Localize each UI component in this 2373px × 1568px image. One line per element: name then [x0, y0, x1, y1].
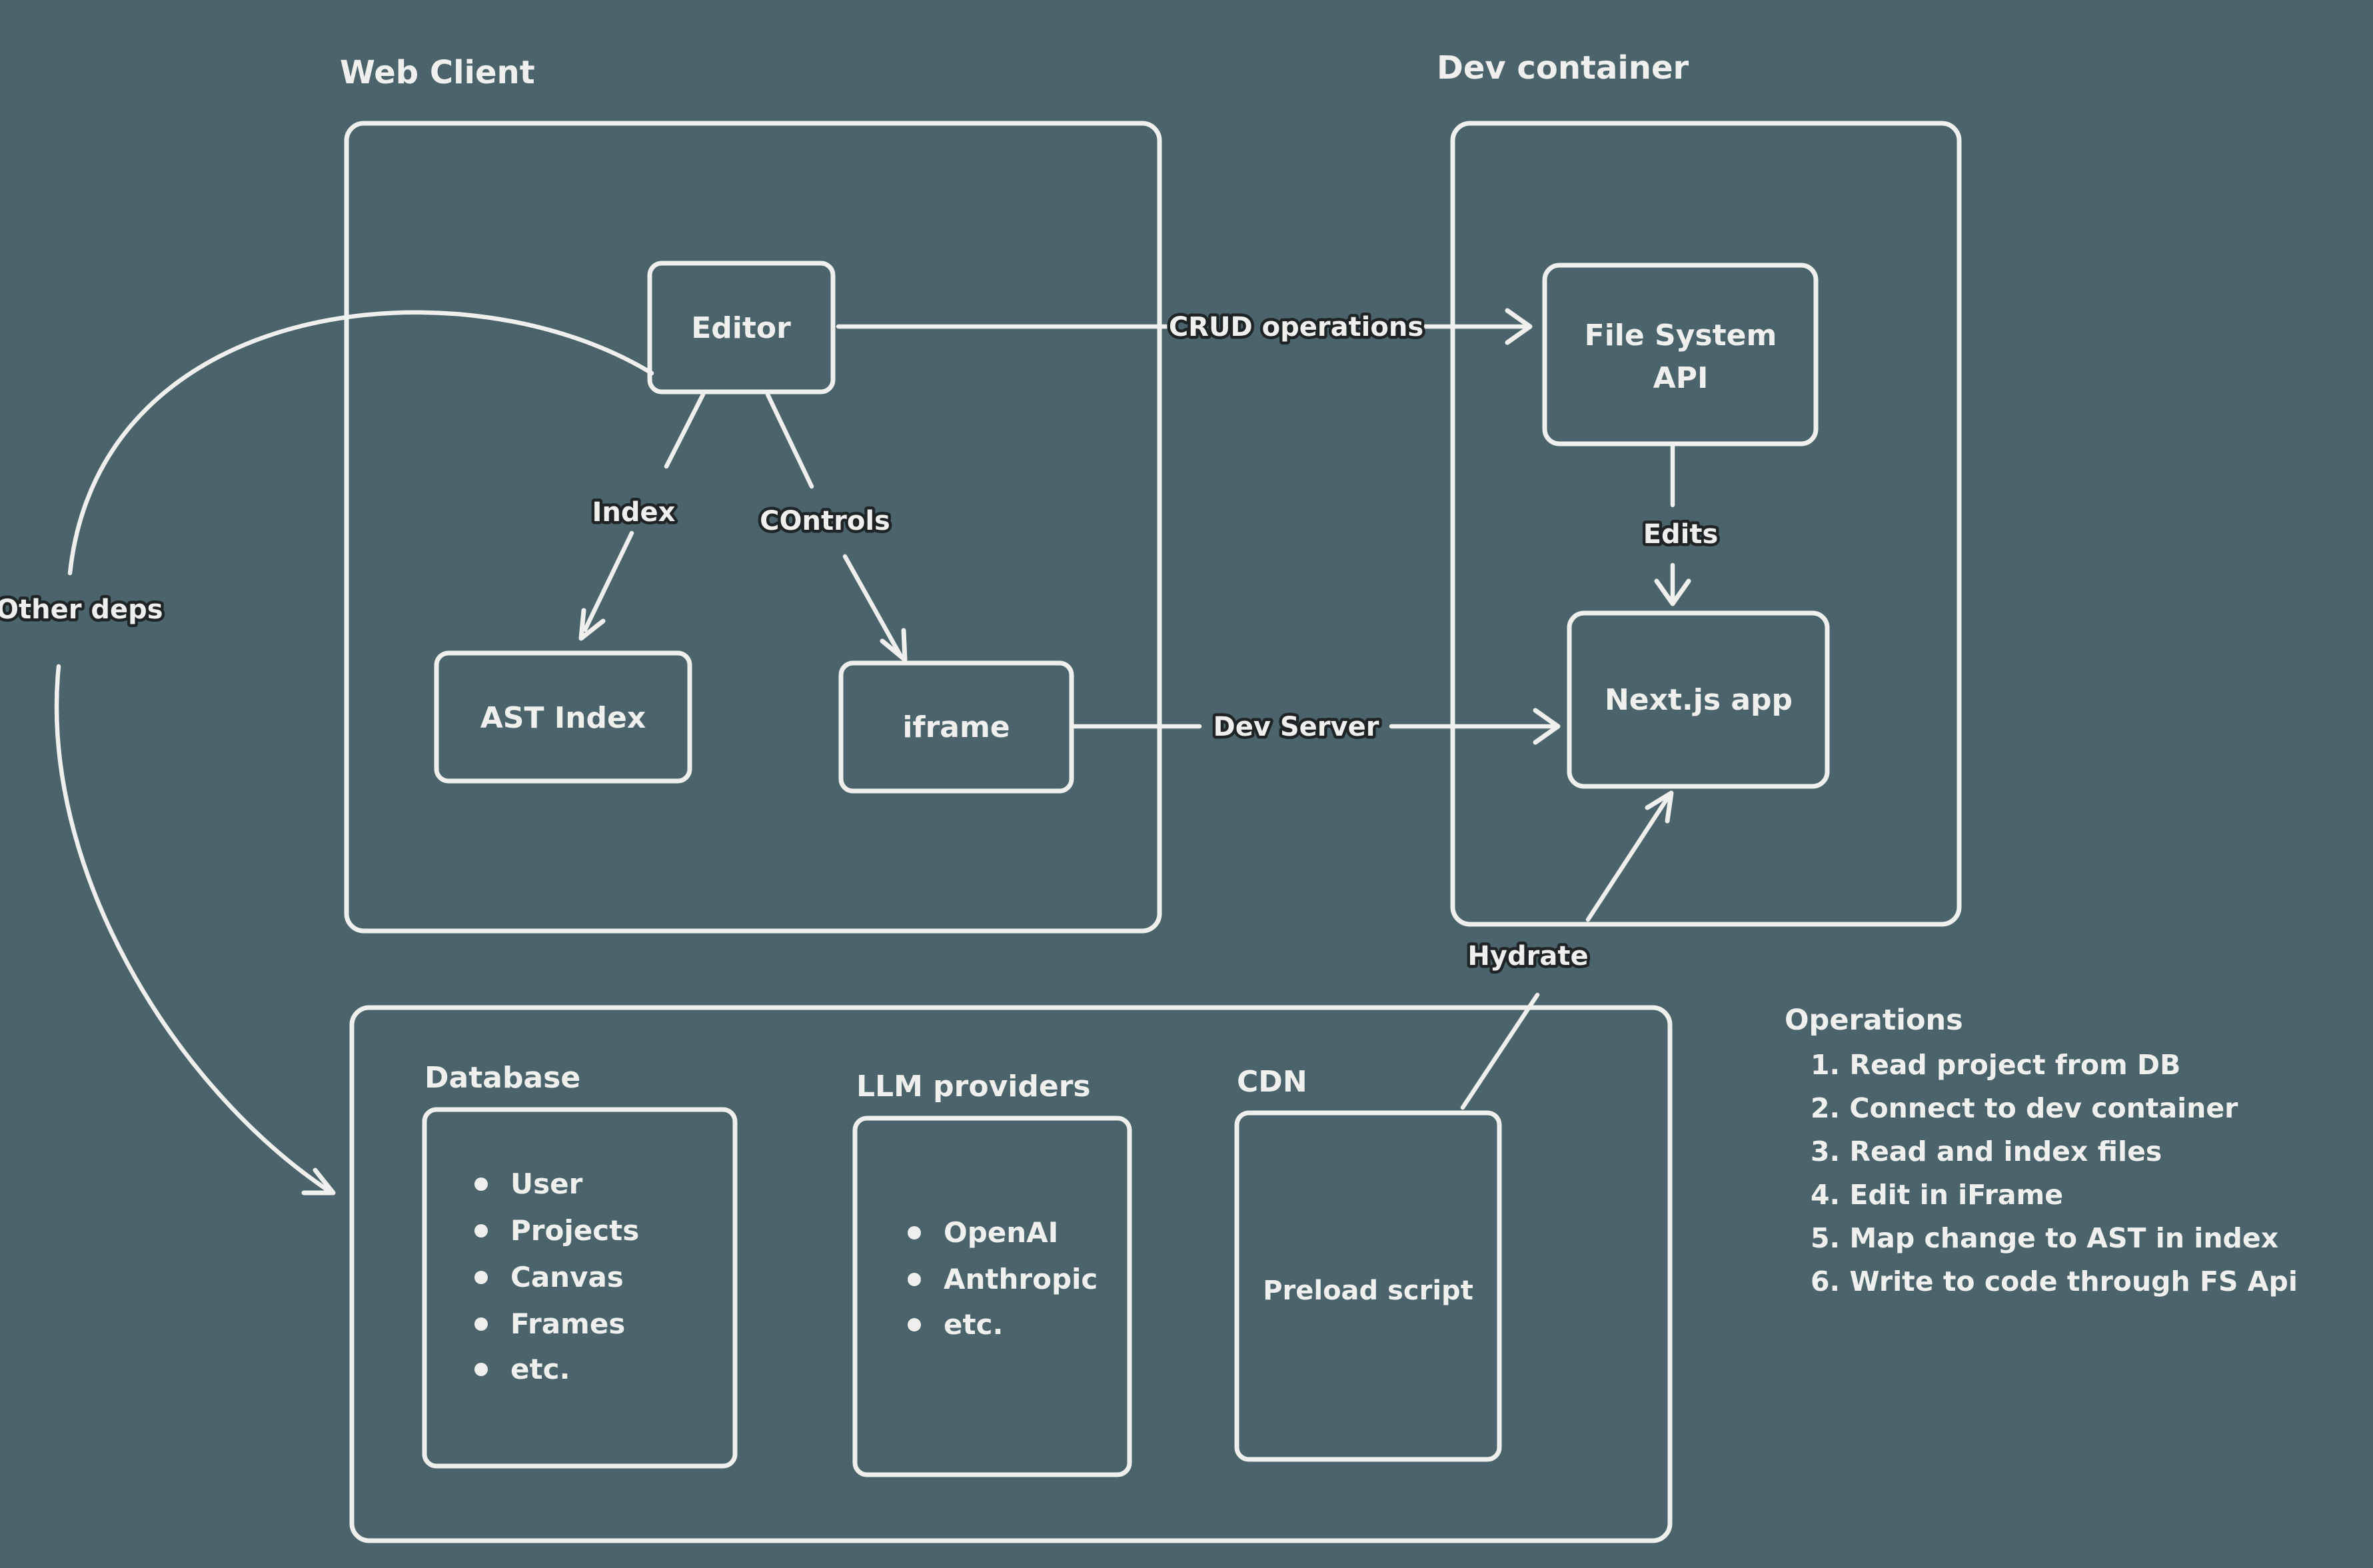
iframe-node: iframe: [838, 660, 1074, 794]
database-section: Database User Projects Canvas Frames etc…: [422, 1061, 738, 1469]
arrow-line: [1585, 796, 1670, 922]
llm-item: etc.: [944, 1308, 1003, 1341]
arrowhead-right-icon: [1533, 708, 1561, 745]
arrow-line: [765, 392, 814, 489]
editor-node: Editor: [647, 261, 836, 394]
arrow-edits: Edits: [1640, 442, 1721, 606]
llm-item: Anthropic: [944, 1263, 1098, 1295]
operations-item: 5. Map change to AST in index: [1811, 1222, 2278, 1254]
bullet-dot: [474, 1224, 488, 1237]
edits-edge-label: Edits: [1643, 519, 1719, 550]
arrow-curve: [54, 664, 331, 1193]
editor-box: [647, 261, 836, 394]
llm-item: OpenAI: [944, 1216, 1058, 1249]
operations-item: 3. Read and index files: [1811, 1136, 2162, 1168]
arrow-controls: COntrols: [757, 392, 908, 662]
dev-container-label: Dev container: [1437, 49, 1689, 87]
arrow-hydrate: Hydrate: [1460, 790, 1674, 1110]
file-system-api-label-line2: API: [1653, 361, 1709, 395]
operations-item: 4. Edit in iFrame: [1811, 1179, 2063, 1211]
web-client-label: Web Client: [340, 54, 535, 91]
arrowhead-right-icon: [1505, 308, 1533, 345]
editor-node-label: Editor: [691, 311, 791, 345]
controls-edge-label: COntrols: [760, 506, 890, 536]
cdn-box: [1234, 1110, 1502, 1462]
operations-item: 1. Read project from DB: [1811, 1049, 2180, 1081]
llm-providers-box: [852, 1116, 1132, 1477]
arrow-crud-operations: CRUD operations: [836, 308, 1533, 346]
arrowhead-up-right-icon: [1645, 790, 1674, 824]
arrowhead-down-icon: [1654, 578, 1691, 606]
ast-index-node-label: AST Index: [480, 701, 646, 735]
bullet-dot: [908, 1318, 921, 1331]
llm-providers-label: LLM providers: [856, 1070, 1091, 1104]
bullet-dot: [474, 1317, 488, 1331]
other-deps-edge-label: Other deps: [0, 594, 163, 625]
ast-index-box: [434, 650, 692, 784]
arrowhead-down-right-icon: [880, 628, 908, 662]
arrow-line: [582, 530, 634, 632]
web-client-box: [344, 121, 1162, 934]
database-box: [422, 1107, 738, 1469]
next-js-app-node: Next.js app: [1567, 610, 1830, 789]
arrowhead-down-left-icon: [578, 608, 606, 641]
next-js-app-box: [1567, 610, 1830, 789]
iframe-node-label: iframe: [902, 710, 1010, 744]
arrow-dev-server: Dev Server: [1070, 708, 1561, 746]
operations-item: 2. Connect to dev container: [1811, 1092, 2238, 1124]
database-item: etc.: [510, 1353, 570, 1385]
database-item: Projects: [510, 1214, 639, 1247]
operations-list: Operations 1. Read project from DB 2. Co…: [1785, 1004, 2298, 1297]
crud-operations-edge-label: CRUD operations: [1169, 312, 1423, 343]
infra-group-box: [349, 1005, 1673, 1543]
index-edge-label: Index: [592, 497, 676, 528]
arrow-other-deps: Other deps: [0, 310, 654, 1195]
file-system-api-box: [1542, 263, 1819, 446]
bullet-dot: [474, 1271, 488, 1284]
dev-container-box: [1450, 121, 1962, 927]
ast-index-node: AST Index: [434, 650, 692, 784]
cdn-section: CDN Preload script: [1234, 1065, 1502, 1462]
dev-server-edge-label: Dev Server: [1213, 712, 1379, 742]
operations-title: Operations: [1785, 1004, 1963, 1037]
database-label: Database: [424, 1061, 580, 1095]
next-js-app-label: Next.js app: [1605, 683, 1793, 717]
web-client-group: Web Client: [340, 54, 1162, 934]
arrow-line: [842, 554, 904, 659]
file-system-api-node: File System API: [1542, 263, 1819, 446]
cdn-label: CDN: [1237, 1065, 1307, 1099]
database-item: Frames: [510, 1307, 625, 1340]
arrow-curve: [67, 310, 654, 576]
arrow-line: [664, 392, 706, 469]
dev-container-group: Dev container: [1437, 49, 1962, 927]
database-item: User: [510, 1168, 583, 1200]
arrow-index: Index: [578, 392, 706, 641]
bullet-dot: [908, 1273, 921, 1286]
file-system-api-label-line1: File System: [1585, 319, 1777, 353]
bullet-dot: [474, 1363, 488, 1376]
operations-item: 6. Write to code through FS Api: [1811, 1265, 2298, 1297]
bullet-dot: [908, 1226, 921, 1239]
bullet-dot: [474, 1177, 488, 1191]
hydrate-edge-label: Hydrate: [1467, 941, 1588, 972]
arrowhead-down-right-icon: [301, 1168, 336, 1195]
database-item: Canvas: [510, 1261, 624, 1293]
preload-script-label: Preload script: [1263, 1275, 1473, 1306]
llm-providers-section: LLM providers OpenAI Anthropic etc.: [852, 1070, 1132, 1477]
arrow-line: [1460, 992, 1540, 1110]
